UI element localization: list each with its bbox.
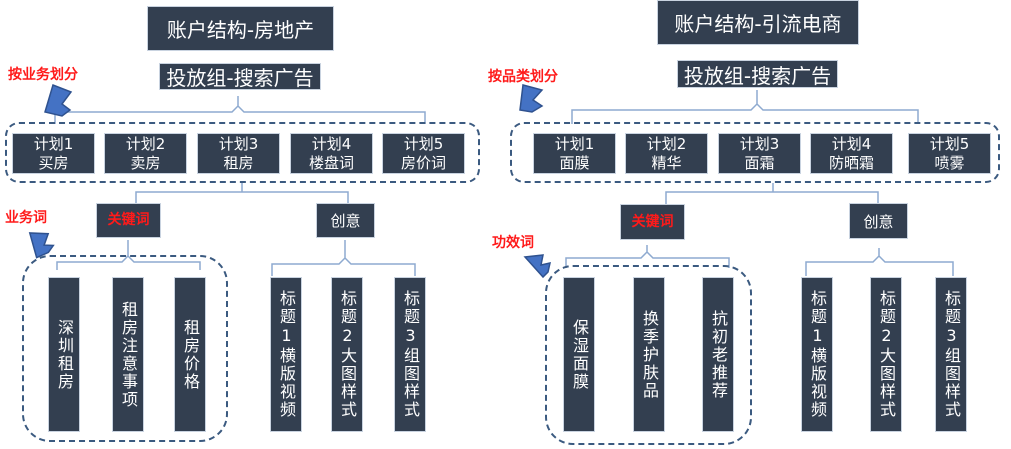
- right-word-label: 功效词: [492, 235, 534, 251]
- left-title: 账户结构-房地产: [147, 6, 334, 51]
- plan-label: 买房: [38, 153, 69, 172]
- plan-label: 计划4: [311, 134, 352, 153]
- creative-bar: 标题3组图样式: [935, 277, 967, 432]
- bracket: [565, 245, 730, 268]
- creative-bar: 标题1横版视频: [270, 277, 302, 432]
- plan-label: 喷雾: [934, 153, 965, 172]
- plans-group-border: [5, 122, 480, 183]
- bracket: [54, 96, 426, 124]
- keyword-bar: 换季护肤品: [633, 277, 665, 432]
- creative-bar: 标题1横版视频: [801, 277, 833, 432]
- arrow-icon: [519, 84, 544, 113]
- left-group: 投放组-搜索广告: [159, 63, 321, 90]
- plan-label: 计划2: [646, 134, 687, 153]
- keyword-bar: 保湿面膜: [563, 277, 595, 432]
- right-split-label: 按品类划分: [488, 69, 558, 85]
- plan-label: 计划3: [739, 134, 780, 153]
- left-word-label: 业务词: [5, 210, 47, 226]
- plan-label: 面霜: [744, 153, 775, 172]
- creative-bar: 标题2大图样式: [870, 277, 902, 432]
- right-creative-box: 创意: [849, 203, 908, 239]
- plan-label: 精华: [651, 153, 682, 172]
- plan-label: 卖房: [130, 153, 161, 172]
- plan-label: 租房: [223, 153, 254, 172]
- plan-label: 房价词: [400, 153, 446, 172]
- plan-label: 计划1: [554, 134, 595, 153]
- plan-label: 计划3: [218, 134, 259, 153]
- arrow-icon: [28, 232, 55, 259]
- arrow-icon: [44, 84, 73, 117]
- arrow-icon: [523, 254, 551, 279]
- plan-label: 计划4: [831, 134, 872, 153]
- plan-label: 楼盘词: [308, 153, 354, 172]
- left-creative-box: 创意: [316, 203, 375, 238]
- right-group: 投放组-搜索广告: [677, 60, 838, 88]
- bracket: [135, 183, 349, 203]
- keyword-bar: 租房价格: [174, 277, 206, 432]
- plan-label: 计划5: [403, 134, 444, 153]
- left-keyword-box: 关键词: [96, 203, 161, 238]
- plan-label: 计划2: [125, 134, 166, 153]
- keyword-bar: 抗初老推荐: [702, 277, 734, 432]
- creative-bar: 标题3组图样式: [394, 277, 426, 432]
- creative-bar: 标题2大图样式: [331, 277, 363, 432]
- right-title: 账户结构-引流电商: [657, 0, 859, 45]
- bracket: [571, 90, 919, 124]
- keywords-group-border: [545, 265, 752, 445]
- plan-label: 防晒霜: [828, 153, 874, 172]
- plans-group-border: [510, 122, 1000, 183]
- bracket: [665, 183, 879, 204]
- plan-label: 面膜: [559, 153, 590, 172]
- keyword-bar: 租房注意事项: [112, 277, 144, 432]
- bracket: [271, 240, 416, 276]
- bracket: [805, 248, 954, 276]
- keywords-group-border: [22, 255, 228, 442]
- right-keyword-box: 关键词: [620, 204, 685, 240]
- plan-label: 计划1: [33, 134, 74, 153]
- keyword-bar: 深圳租房: [48, 277, 80, 432]
- plan-label: 计划5: [929, 134, 970, 153]
- left-split-label: 按业务划分: [8, 67, 78, 83]
